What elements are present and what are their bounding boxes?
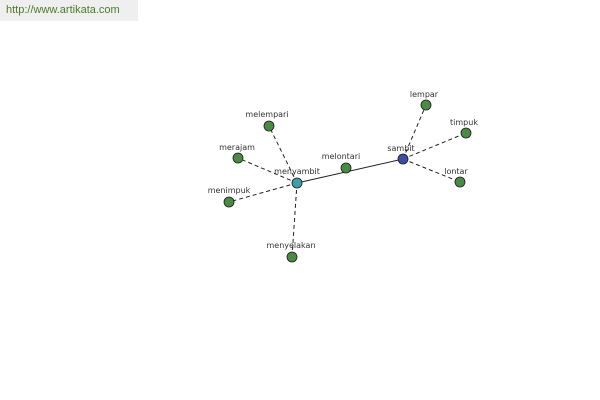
node-sambit[interactable]: [397, 153, 409, 165]
node-menyelakan[interactable]: [286, 251, 298, 263]
node-label-menyambit[interactable]: menyambit: [274, 167, 320, 176]
url-link[interactable]: http://www.artikata.com: [6, 4, 120, 16]
node-label-lontar[interactable]: lontar: [444, 167, 468, 176]
node-lempar[interactable]: [420, 99, 432, 111]
node-menimpuk[interactable]: [223, 196, 235, 208]
edge-sambit-lontar: [402, 158, 461, 183]
node-label-melontari[interactable]: melontari: [322, 152, 360, 161]
node-label-lempar[interactable]: lempar: [410, 90, 439, 99]
edge-menyambit-melempari: [268, 125, 298, 184]
node-label-melempari[interactable]: melempari: [245, 110, 288, 119]
node-label-sambit[interactable]: sambit: [387, 144, 414, 153]
node-melempari[interactable]: [263, 120, 275, 132]
edge-menyambit-merajam: [237, 157, 298, 184]
node-lontar[interactable]: [454, 176, 466, 188]
node-merajam[interactable]: [232, 152, 244, 164]
node-label-menimpuk[interactable]: menimpuk: [208, 186, 251, 195]
node-label-merajam[interactable]: merajam: [219, 143, 255, 152]
url-banner: http://www.artikata.com: [0, 0, 138, 21]
edge-menyambit-menimpuk: [228, 182, 298, 203]
node-menyambit[interactable]: [291, 177, 303, 189]
edge-menyambit-menyelakan: [291, 182, 298, 258]
node-timpuk[interactable]: [460, 127, 472, 139]
node-melontari[interactable]: [340, 162, 352, 174]
edge-sambit-timpuk: [402, 132, 467, 160]
edge-sambit-lempar: [402, 104, 427, 160]
node-label-menyelakan[interactable]: menyelakan: [266, 241, 315, 250]
node-label-timpuk[interactable]: timpuk: [450, 118, 478, 127]
